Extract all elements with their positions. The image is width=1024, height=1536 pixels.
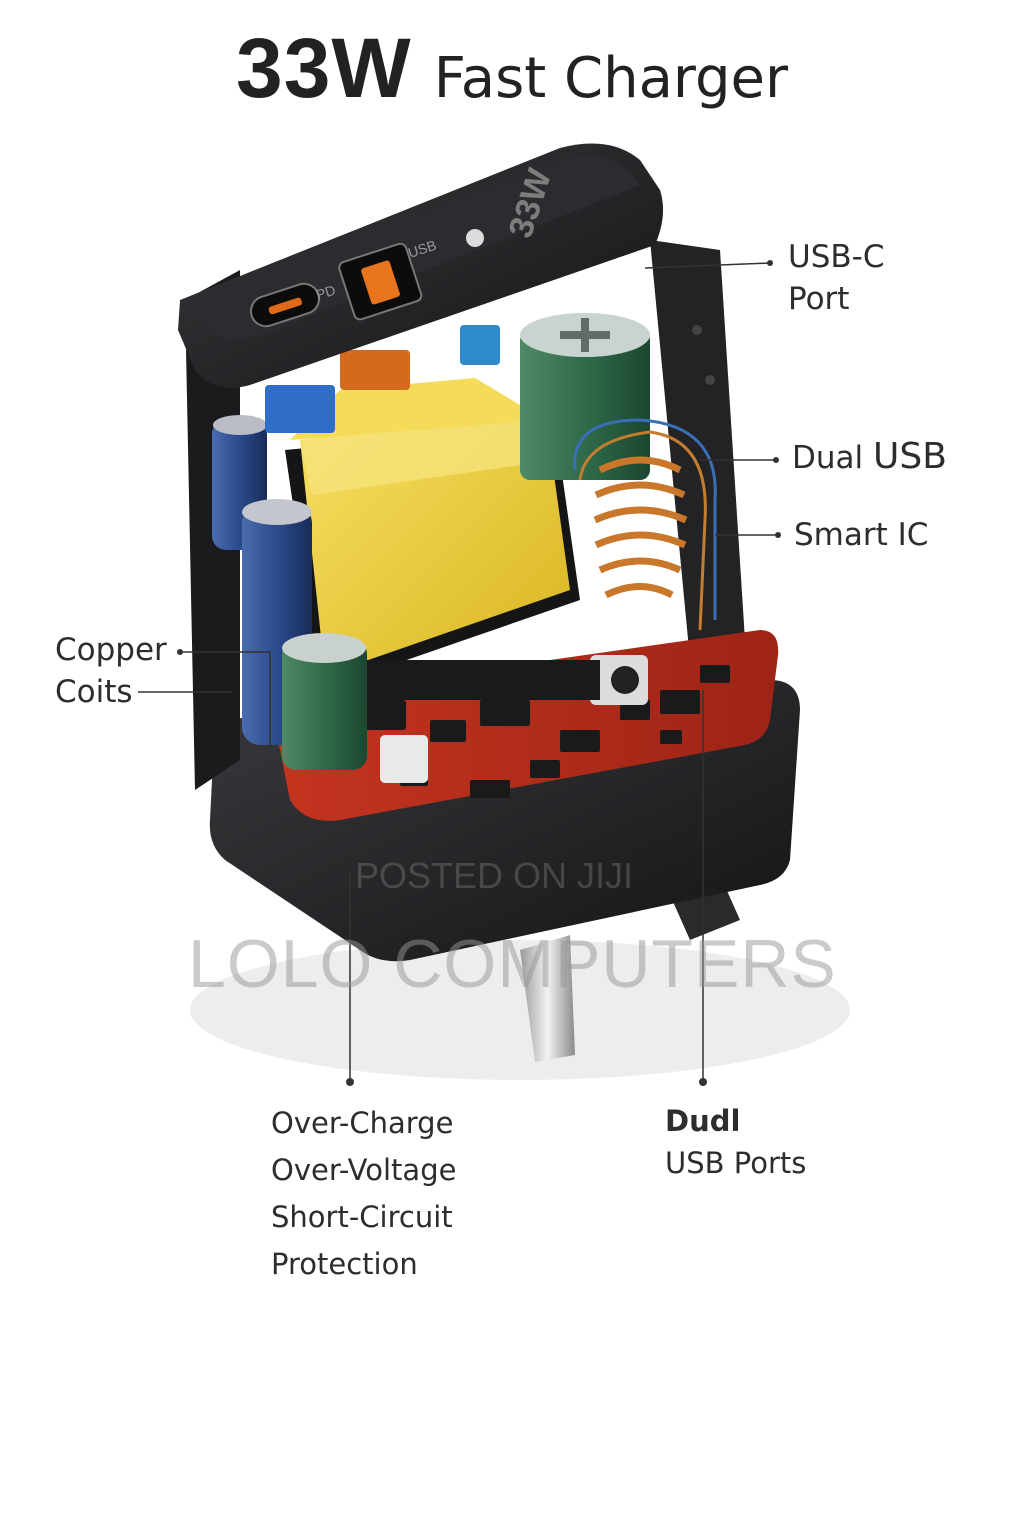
wall-screw bbox=[705, 375, 715, 385]
floor-shadow bbox=[190, 940, 850, 1080]
callout-dual-usb-large: USB bbox=[873, 436, 947, 477]
status-led bbox=[466, 229, 484, 247]
protection-line3: Short-Circuit bbox=[271, 1200, 453, 1234]
protection-line4: Protection bbox=[271, 1247, 418, 1281]
callout-dudl-bold: Dudl bbox=[665, 1104, 741, 1138]
callout-copper-line2: Coits bbox=[55, 674, 133, 710]
callout-dudl-rest: USB Ports bbox=[665, 1146, 807, 1180]
callout-dudl-usb-ports: Dudl USB Ports bbox=[665, 1100, 806, 1184]
callout-dual-usb: Dual USB bbox=[792, 436, 947, 479]
callout-copper-coils: Copper Coits bbox=[55, 629, 167, 713]
watermark-posted: POSTED ON JIJI bbox=[355, 855, 634, 896]
callout-usb-c-line1: USB-C bbox=[788, 239, 885, 275]
callout-smart-ic: Smart IC bbox=[794, 517, 929, 553]
thermistor-disc bbox=[611, 666, 639, 694]
callout-usb-c: USB-C Port bbox=[788, 236, 884, 320]
right-wall bbox=[650, 240, 745, 660]
film-capacitor bbox=[380, 735, 428, 783]
main-capacitor bbox=[520, 313, 650, 480]
watermark-brand: LOLO COMPUTERS bbox=[188, 926, 837, 1002]
small-capacitor bbox=[282, 633, 367, 770]
earth-pin bbox=[520, 935, 575, 1062]
callout-dots bbox=[177, 260, 781, 1086]
wall-screw bbox=[692, 325, 702, 335]
transformer bbox=[285, 378, 600, 700]
port-label-pd: PD bbox=[314, 282, 337, 303]
title-text: Fast Charger bbox=[433, 46, 788, 111]
callout-protection: Over-Charge Over-Voltage Short-Circuit P… bbox=[271, 1100, 456, 1288]
blue-block bbox=[265, 385, 335, 433]
usb-a-port bbox=[338, 242, 423, 321]
blue-cap bbox=[460, 325, 500, 365]
top-cap: PD USB 33W bbox=[178, 143, 664, 388]
protection-line2: Over-Voltage bbox=[271, 1153, 457, 1187]
callout-lines bbox=[138, 262, 778, 1082]
page-title: 33W Fast Charger bbox=[0, 20, 1024, 117]
usb-c-port bbox=[249, 282, 321, 328]
callout-usb-c-line2: Port bbox=[788, 281, 850, 317]
protection-line1: Over-Charge bbox=[271, 1106, 454, 1140]
callout-dual-usb-small: Dual bbox=[792, 440, 864, 476]
title-wattage: 33W bbox=[235, 21, 412, 115]
copper-coil bbox=[573, 418, 717, 631]
callout-copper-line1: Copper bbox=[55, 632, 167, 668]
orange-coil bbox=[340, 350, 410, 390]
